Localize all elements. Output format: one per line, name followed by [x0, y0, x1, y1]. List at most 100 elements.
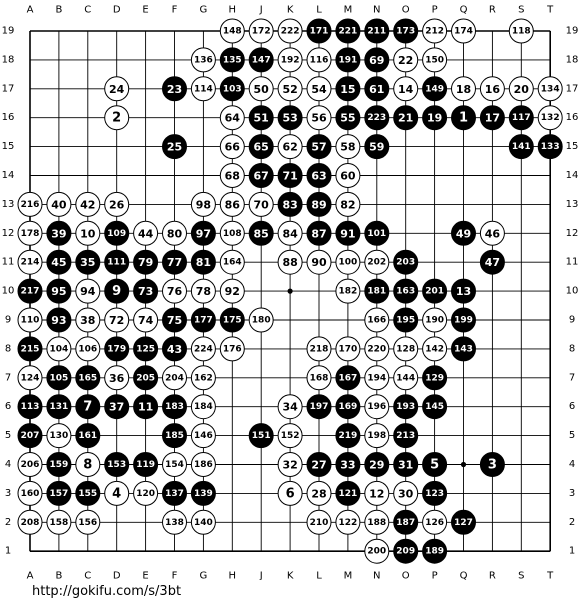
black-stone — [162, 480, 187, 506]
move-number: 35 — [80, 256, 95, 269]
black-stone — [75, 423, 101, 449]
move-number: 77 — [167, 256, 182, 269]
black-stone — [393, 423, 419, 449]
white-stone — [190, 394, 216, 420]
black-stone — [364, 278, 390, 304]
move-number: 128 — [396, 344, 415, 354]
move-number: 176 — [223, 344, 242, 354]
move-number: 74 — [138, 314, 154, 327]
white-stone — [219, 336, 245, 362]
black-stone — [104, 336, 130, 362]
black-stone — [393, 394, 419, 420]
column-label: C — [84, 571, 91, 581]
move-number: 42 — [80, 198, 95, 211]
move-number: 59 — [369, 141, 384, 154]
black-stone — [277, 191, 303, 217]
black-stone — [162, 249, 187, 275]
white-stone — [306, 509, 332, 535]
move-number: 61 — [369, 83, 384, 96]
move-number: 184 — [194, 402, 213, 412]
move-number: 145 — [425, 402, 444, 412]
white-stone — [104, 480, 130, 506]
black-stone — [248, 163, 274, 188]
move-number: 159 — [50, 460, 69, 470]
move-number: 117 — [512, 113, 531, 123]
black-stone — [393, 105, 419, 131]
white-stone — [190, 47, 216, 73]
move-number: 111 — [107, 258, 126, 268]
move-number: 192 — [281, 55, 300, 65]
move-number: 120 — [136, 489, 155, 499]
black-stone — [46, 452, 72, 477]
move-number: 20 — [514, 83, 530, 96]
move-number: 68 — [225, 170, 240, 183]
move-number: 18 — [456, 83, 471, 96]
move-number: 87 — [311, 227, 326, 240]
move-number: 95 — [51, 285, 66, 298]
white-stone — [364, 336, 390, 362]
column-label: K — [287, 5, 294, 16]
move-number: 149 — [425, 84, 444, 94]
white-stone — [190, 365, 216, 391]
white-stone — [133, 220, 159, 246]
black-stone — [335, 47, 361, 73]
move-number: 143 — [454, 344, 473, 354]
row-label: 17 — [2, 83, 15, 94]
black-stone — [162, 336, 187, 362]
white-stone — [190, 76, 216, 102]
move-number: 195 — [396, 316, 415, 326]
star-point — [287, 288, 293, 294]
move-number: 166 — [367, 316, 386, 326]
move-number: 8 — [83, 458, 92, 473]
white-stone — [219, 191, 245, 217]
white-stone — [277, 452, 303, 477]
move-number: 78 — [196, 285, 211, 298]
white-stone — [364, 423, 390, 449]
row-label: 16 — [566, 112, 579, 123]
white-stone — [508, 18, 534, 44]
move-number: 67 — [254, 170, 269, 183]
move-number: 129 — [425, 373, 444, 383]
column-label: E — [142, 571, 148, 581]
move-number: 174 — [454, 27, 473, 37]
move-number: 198 — [367, 431, 386, 441]
move-number: 209 — [396, 547, 415, 557]
move-number: 168 — [310, 373, 329, 383]
black-stone — [162, 423, 187, 449]
move-number: 51 — [254, 112, 269, 125]
column-label: M — [344, 5, 353, 16]
white-stone — [422, 18, 448, 44]
move-number: 14 — [398, 83, 414, 96]
white-stone — [306, 336, 332, 362]
move-number: 220 — [367, 344, 386, 354]
row-label: 13 — [566, 199, 579, 210]
black-stone — [46, 480, 72, 506]
black-stone — [364, 76, 390, 102]
move-number: 39 — [51, 227, 66, 240]
white-stone — [335, 191, 361, 217]
move-number: 93 — [51, 314, 66, 327]
move-number: 179 — [107, 344, 126, 354]
white-stone — [190, 423, 216, 449]
move-number: 170 — [339, 344, 358, 354]
source-url[interactable]: http://gokifu.com/s/3bt — [32, 584, 182, 599]
black-stone — [46, 307, 72, 333]
move-number: 211 — [367, 27, 386, 37]
move-number: 172 — [252, 27, 271, 37]
white-stone — [219, 278, 245, 304]
move-number: 152 — [281, 431, 300, 441]
black-stone — [46, 365, 72, 391]
move-number: 52 — [282, 83, 297, 96]
white-stone — [364, 365, 390, 391]
move-number: 181 — [367, 287, 386, 297]
move-number: 200 — [367, 547, 386, 557]
move-number: 23 — [167, 83, 182, 96]
black-stone — [451, 307, 476, 333]
move-number: 82 — [340, 198, 355, 211]
white-stone — [306, 249, 332, 275]
move-number: 44 — [138, 227, 154, 240]
move-number: 173 — [396, 27, 415, 37]
black-stone — [17, 423, 43, 449]
column-label: S — [518, 5, 524, 16]
move-number: 30 — [398, 487, 414, 500]
